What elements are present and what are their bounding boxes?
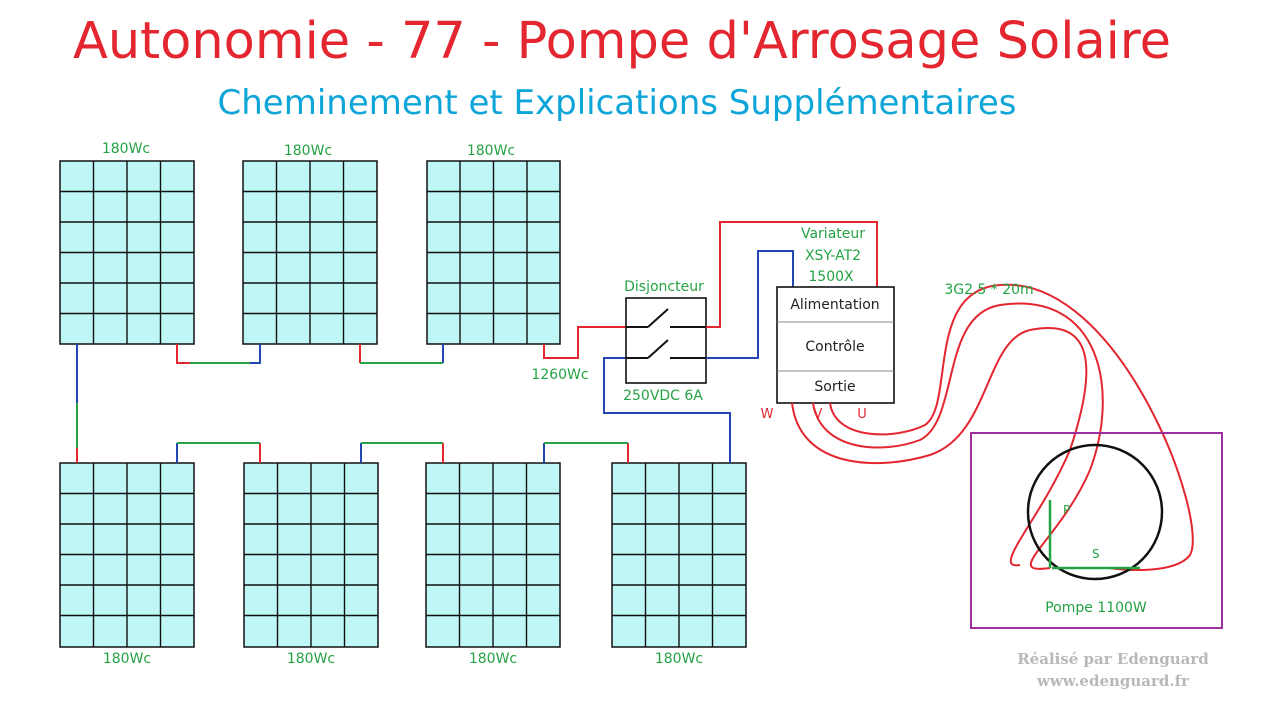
panel-series-wiring — [76, 344, 629, 463]
inverter-name-2: XSY-AT2 — [805, 248, 861, 264]
breaker-rating: 250VDC 6A — [623, 388, 703, 404]
pump-cable — [791, 283, 1194, 572]
phase-w-label: W — [761, 407, 774, 422]
breaker-name: Disjoncteur — [624, 279, 704, 295]
array-total-label: 1260Wc — [531, 367, 588, 383]
array-output-wiring — [543, 326, 731, 463]
inverter-section-output: Sortie — [814, 379, 855, 395]
solar-panel-top-3 — [426, 160, 561, 345]
pump-label: Pompe 1100W — [1045, 600, 1147, 616]
breaker — [625, 297, 707, 384]
cable-spec-label: 3G2.5 * 20m — [944, 282, 1033, 298]
panel-label-top-1: 180Wc — [102, 141, 150, 157]
panel-label-top-3: 180Wc — [467, 143, 515, 159]
inverter-section-power: Alimentation — [790, 297, 879, 313]
solar-panel-bottom-3 — [425, 462, 561, 648]
solar-panel-bottom-4 — [611, 462, 747, 648]
page-subtitle: Cheminement et Explications Supplémentai… — [217, 83, 1017, 123]
inverter: Alimentation Contrôle Sortie — [776, 286, 895, 404]
phase-u-label: U — [857, 407, 867, 422]
page-title: Autonomie - 77 - Pompe d'Arrosage Solair… — [72, 12, 1172, 71]
solar-panel-top-1 — [59, 160, 195, 345]
solar-panel-top-2 — [242, 160, 378, 345]
solar-panel-bottom-2 — [243, 462, 379, 648]
credit-author: Réalisé par Edenguard — [1017, 650, 1209, 668]
credit-site: www.edenguard.fr — [1036, 672, 1189, 690]
inverter-section-control: Contrôle — [805, 339, 864, 355]
inverter-name-1: Variateur — [801, 226, 865, 242]
pump-winding-s: S — [1092, 547, 1100, 561]
phase-v-label: V — [814, 407, 823, 422]
breaker-to-inverter-wiring — [706, 221, 878, 359]
panel-label-bottom-1: 180Wc — [103, 651, 151, 667]
panel-label-top-2: 180Wc — [284, 143, 332, 159]
inverter-name-3: 1500X — [808, 269, 854, 285]
panel-label-bottom-4: 180Wc — [655, 651, 703, 667]
pump-winding-p: P — [1063, 503, 1070, 517]
solar-panel-bottom-1 — [59, 462, 195, 648]
panel-label-bottom-3: 180Wc — [469, 651, 517, 667]
panel-label-bottom-2: 180Wc — [287, 651, 335, 667]
pump: P S Pompe 1100W — [970, 432, 1223, 629]
